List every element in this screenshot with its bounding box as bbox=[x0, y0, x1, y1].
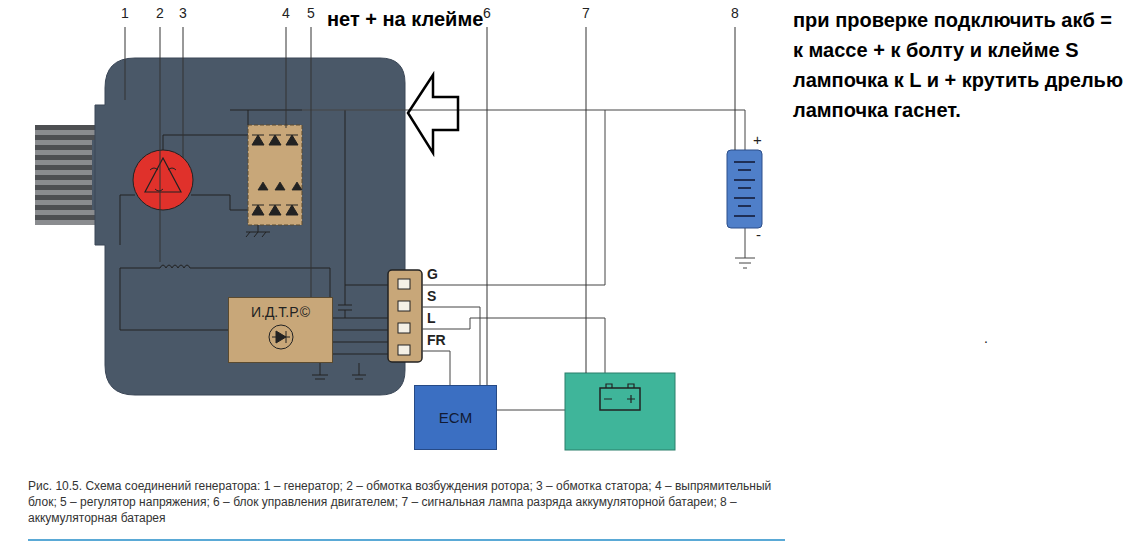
ecm-box: ECM bbox=[414, 385, 497, 450]
pulley bbox=[35, 125, 97, 225]
node-text: ECM bbox=[439, 409, 472, 426]
callout-number: 2 bbox=[156, 5, 164, 21]
pin-name: FR bbox=[427, 332, 446, 348]
rectifier-block bbox=[230, 110, 302, 237]
regulator-emblem bbox=[264, 322, 298, 352]
polarity-sign: + bbox=[753, 131, 762, 148]
pin-name: G bbox=[427, 266, 438, 282]
polarity-sign: - bbox=[756, 226, 761, 243]
caption-rule bbox=[28, 539, 785, 541]
pin-name: S bbox=[427, 288, 436, 304]
callout-number: 8 bbox=[731, 5, 739, 21]
callout-number: 1 bbox=[121, 5, 129, 21]
pin-name: L bbox=[427, 310, 436, 326]
connector-plug bbox=[388, 270, 422, 362]
stator-winding bbox=[120, 135, 248, 245]
generator-housing bbox=[95, 58, 405, 395]
callout-number: 5 bbox=[307, 5, 315, 21]
signal-lamp-box bbox=[565, 373, 675, 450]
annotation-note: нет + на клейме bbox=[327, 8, 483, 31]
connector-pins bbox=[398, 279, 410, 355]
node-text: И.Д.Т.Р.© bbox=[251, 304, 310, 320]
test-instruction: при проверке подключить акб = к массе + … bbox=[793, 5, 1123, 125]
callout-number: 7 bbox=[582, 5, 590, 21]
callout-number: 6 bbox=[483, 5, 491, 21]
leader-lines bbox=[125, 27, 735, 385]
callout-number: 3 bbox=[179, 5, 187, 21]
figure-caption: Рис. 10.5. Схема соединений генератора: … bbox=[28, 478, 788, 526]
battery-symbol bbox=[727, 150, 762, 228]
pointer-arrow bbox=[408, 75, 458, 153]
external-wiring bbox=[302, 110, 755, 410]
voltage-regulator: И.Д.Т.Р.© bbox=[228, 297, 333, 363]
stray-mark: . bbox=[984, 330, 988, 346]
callout-number: 4 bbox=[282, 5, 290, 21]
